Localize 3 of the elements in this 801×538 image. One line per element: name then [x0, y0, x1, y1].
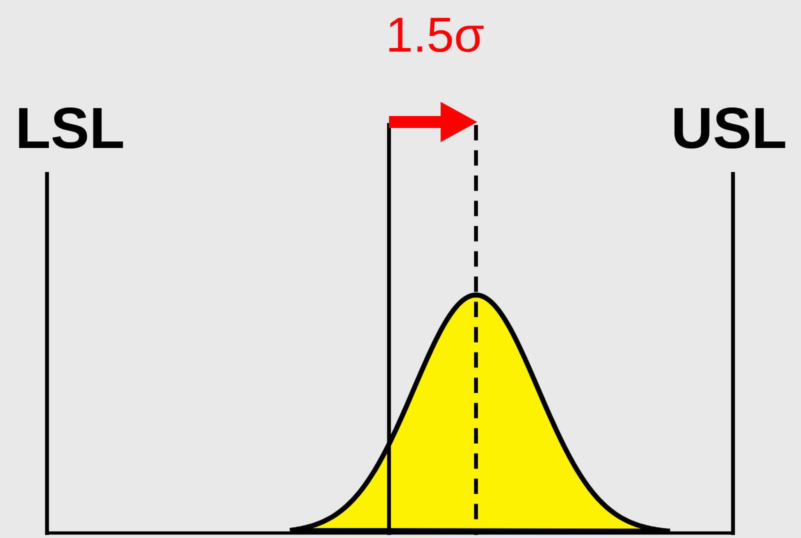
limit-label: USL: [674, 107, 786, 149]
limit-label: LSL: [19, 107, 123, 149]
shift-label: 1.5σ: [389, 18, 484, 52]
